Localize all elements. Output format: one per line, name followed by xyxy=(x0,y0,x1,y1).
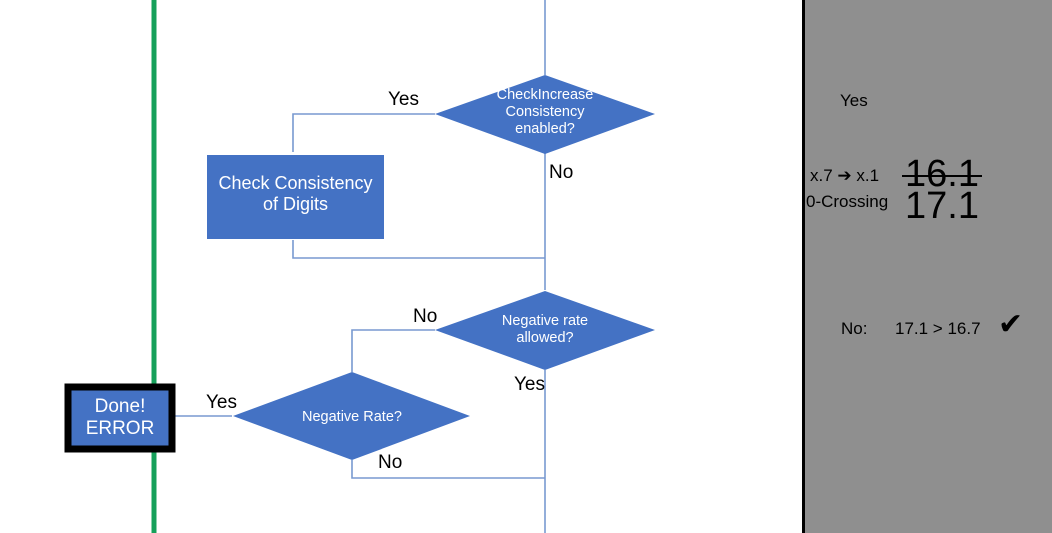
connector-no-to-negative-rate xyxy=(351,329,435,372)
panel-row-zero-crossing-label: 0-Crossing xyxy=(806,192,889,211)
terminal-done-error[interactable] xyxy=(64,383,176,453)
panel-row-rounding-rule-label: x.7 ➔ x.1 xyxy=(810,166,880,185)
panel-result-answer: No: xyxy=(841,319,868,338)
struck-value: 16.1 xyxy=(902,153,982,195)
panel-branch-label: Yes xyxy=(840,91,868,110)
process-check-consistency-of-digits[interactable] xyxy=(207,155,384,239)
side-panel: Yes x.7 ➔ x.1 16.1 0-Crossing 17.1 No: 1… xyxy=(802,0,1052,533)
decision-negative-rate-allowed[interactable] xyxy=(435,291,655,370)
panel-row-zero-crossing-value: 17.1 xyxy=(905,185,979,227)
decision-negative-rate[interactable] xyxy=(233,372,470,460)
panel-row-rounding-rule-value: 16.1 xyxy=(902,153,982,195)
edge-label-yes-negative-rate: Yes xyxy=(206,392,237,413)
edge-label-no-negative-rate-allowed: No xyxy=(413,306,438,327)
edge-label-yes-check-increase: Yes xyxy=(388,89,419,110)
decision-check-increase-consistency-enabled[interactable] xyxy=(435,75,655,154)
panel-result-comparison: 17.1 > 16.7 xyxy=(895,319,981,338)
connector-yes-to-check-consistency xyxy=(292,113,435,152)
panel-result-check-icon: ✔ xyxy=(998,308,1024,341)
edge-label-no-check-increase: No xyxy=(549,162,574,183)
connector-check-consistency-to-spine xyxy=(292,240,545,259)
connector-negative-rate-no-to-spine xyxy=(351,460,545,479)
edge-label-no-negative-rate: No xyxy=(378,452,403,473)
edge-label-yes-negative-rate-allowed: Yes xyxy=(514,374,545,395)
